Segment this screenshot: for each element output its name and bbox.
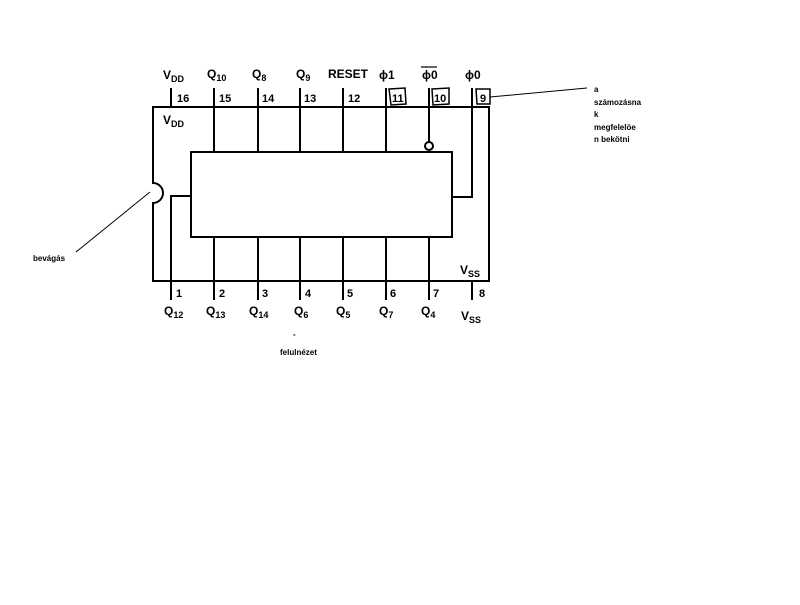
numbering-line-4: megfelelöe <box>594 123 636 132</box>
pin2-number: 2 <box>219 288 225 300</box>
numbering-line-2: számozásna <box>594 98 642 107</box>
notch-annotation: bevágás <box>33 254 66 263</box>
pin15-number: 15 <box>219 93 231 105</box>
numbering-pointer-line <box>489 87 588 98</box>
pin11-label: ϕ1 <box>379 68 395 82</box>
pin7-number: 7 <box>433 288 439 300</box>
view-mark: - <box>293 330 296 339</box>
inner-chip <box>190 151 453 238</box>
pin9-highlight <box>475 88 491 105</box>
top-pin-lines <box>170 88 473 152</box>
pin4-number: 4 <box>305 288 312 300</box>
pin13-label: Q9 <box>296 67 310 83</box>
pin15-label: Q10 <box>207 67 226 83</box>
pin10-number: 10 <box>434 93 446 105</box>
pin4-label: Q6 <box>294 304 308 320</box>
numbering-line-3: k <box>594 110 599 119</box>
pin3-label: Q14 <box>249 304 268 320</box>
package-outline <box>152 106 490 282</box>
pin13-number: 13 <box>304 93 316 105</box>
pin2-label: Q13 <box>206 304 225 320</box>
pin5-label: Q5 <box>336 304 350 320</box>
pin9-number: 9 <box>480 93 486 105</box>
pin11-number: 11 <box>392 93 404 105</box>
pin12-number: 12 <box>348 93 360 105</box>
inversion-bubble <box>424 141 434 151</box>
pin5-number: 5 <box>347 288 353 300</box>
pin16-label: VDD <box>163 68 185 84</box>
pin6-label: Q7 <box>379 304 393 320</box>
view-annotation: felulnézet <box>280 348 317 357</box>
pin1-number: 1 <box>176 288 182 300</box>
numbering-line-1: a <box>594 85 599 94</box>
pin8-number: 8 <box>479 288 485 300</box>
bottom-pin-lines <box>213 237 473 300</box>
pin1-route <box>170 195 191 300</box>
pin10-highlight <box>431 87 450 106</box>
pin10-label: ϕ0 <box>422 68 438 82</box>
pin9-label: ϕ0 <box>465 68 481 82</box>
pin14-label: Q8 <box>252 67 266 83</box>
pin7-label: Q4 <box>421 304 435 320</box>
notch-pointer-line <box>75 191 151 253</box>
pin6-number: 6 <box>390 288 396 300</box>
inner-vdd-label: VDD <box>163 113 185 129</box>
numbering-line-5: n bekötni <box>594 135 630 144</box>
pin9-route <box>452 107 473 198</box>
pin3-number: 3 <box>262 288 268 300</box>
inner-vss-label: VSS <box>460 263 480 279</box>
pin12-label: RESET <box>328 67 369 81</box>
pin16-number: 16 <box>177 93 189 105</box>
pin1-label: Q12 <box>164 304 183 320</box>
pin8-label: VSS <box>461 309 481 325</box>
pin14-number: 14 <box>262 93 275 105</box>
pin11-highlight <box>388 87 407 106</box>
